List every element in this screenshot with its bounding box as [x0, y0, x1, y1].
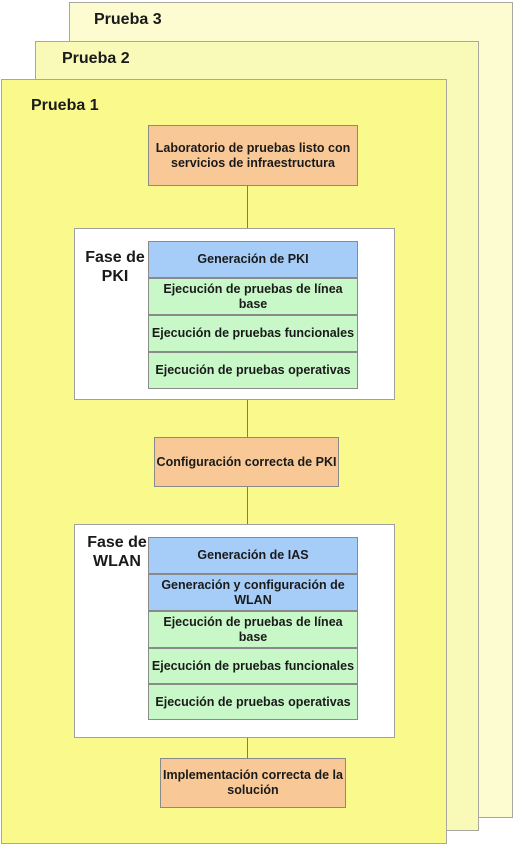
step-text: Ejecución de pruebas de línea base [163, 614, 343, 644]
step-text: Generación de IAS [197, 548, 309, 562]
wlan-phase-label: Fase de WLAN [87, 534, 147, 570]
step-text: Ejecución de pruebas operativas [155, 694, 351, 709]
connector-line [247, 186, 248, 241]
pki-result-text: Configuración correcta de PKI [156, 454, 337, 469]
step-text: Ejecución de pruebas funcionales [151, 326, 355, 340]
connector-line [247, 720, 248, 758]
pki-step-functional: Ejecución de pruebas funcionales [148, 315, 358, 352]
wlan-step-wlan-config: Generación y configuración de WLAN [148, 574, 358, 611]
pki-result-box: Configuración correcta de PKI [154, 437, 339, 487]
pki-step-generation: Generación de PKI [148, 241, 358, 278]
wlan-step-baseline: Ejecución de pruebas de línea base [148, 611, 358, 648]
sheet-title-prueba-2: Prueba 2 [62, 50, 130, 67]
wlan-step-operational: Ejecución de pruebas operativas [148, 684, 358, 720]
connector-line [247, 389, 248, 437]
step-text: Ejecución de pruebas de línea base [163, 281, 343, 311]
connector-line [247, 487, 248, 537]
start-text: Laboratorio de pruebas listo con servici… [155, 140, 351, 170]
end-text: Implementación correcta de la solución [163, 768, 343, 797]
step-text: Ejecución de pruebas operativas [155, 363, 351, 377]
pki-phase-label: Fase de PKI [85, 249, 145, 285]
wlan-step-ias: Generación de IAS [148, 537, 358, 574]
start-box: Laboratorio de pruebas listo con servici… [148, 125, 358, 186]
step-text: Generación de PKI [197, 252, 309, 266]
step-text: Ejecución de pruebas funcionales [151, 658, 355, 673]
end-box: Implementación correcta de la solución [160, 758, 346, 808]
wlan-step-functional: Ejecución de pruebas funcionales [148, 648, 358, 684]
pki-step-baseline: Ejecución de pruebas de línea base [148, 278, 358, 315]
sheet-title-prueba-3: Prueba 3 [94, 11, 162, 28]
sheet-title-prueba-1: Prueba 1 [31, 97, 99, 114]
step-text: Generación y configuración de WLAN [161, 577, 345, 607]
pki-step-operational: Ejecución de pruebas operativas [148, 352, 358, 389]
